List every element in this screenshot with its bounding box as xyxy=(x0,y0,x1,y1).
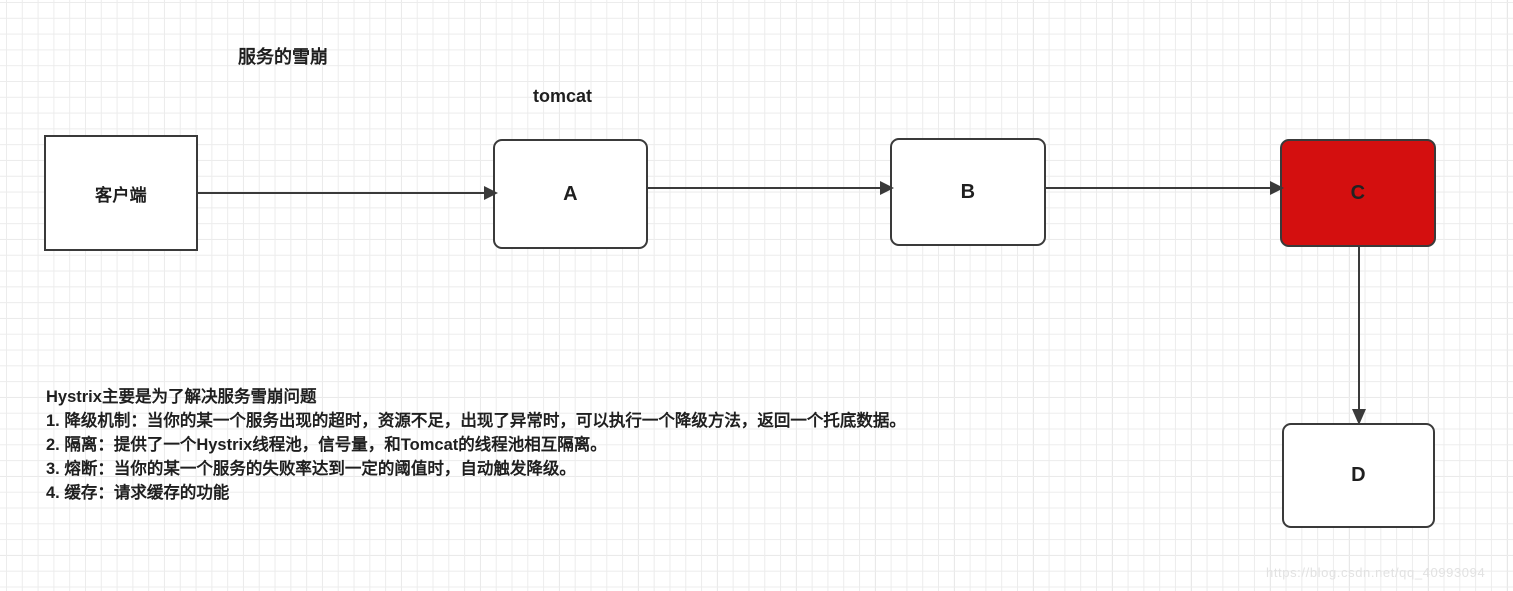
hystrix-notes: Hystrix主要是为了解决服务雪崩问题 1. 降级机制：当你的某一个服务出现的… xyxy=(46,385,906,505)
node-d[interactable]: D xyxy=(1282,423,1435,528)
node-d-label: D xyxy=(1351,464,1366,486)
node-c-label: C xyxy=(1350,181,1366,204)
edge-a-to-b xyxy=(646,181,894,195)
node-a[interactable]: A xyxy=(493,139,648,249)
node-b-label: B xyxy=(960,180,976,203)
notes-item-3: 3. 熔断：当你的某一个服务的失败率达到一定的阈值时，自动触发降级。 xyxy=(46,460,576,478)
notes-heading: Hystrix主要是为了解决服务雪崩问题 xyxy=(46,388,317,406)
node-a-label: A xyxy=(563,182,578,205)
node-client[interactable]: 客户端 xyxy=(44,135,198,251)
tomcat-label: tomcat xyxy=(533,86,593,106)
csdn-watermark: https://blog.csdn.net/qq_40993094 xyxy=(1266,565,1486,580)
diagram-title-label: 服务的雪崩 xyxy=(238,47,328,67)
edge-b-to-c xyxy=(1044,181,1284,195)
notes-item-4: 4. 缓存：请求缓存的功能 xyxy=(46,484,230,502)
node-b[interactable]: B xyxy=(890,138,1046,246)
edge-client-to-a xyxy=(196,186,498,200)
edge-c-to-d xyxy=(1352,245,1366,425)
node-c[interactable]: C xyxy=(1280,139,1436,247)
notes-item-1: 1. 降级机制：当你的某一个服务出现的超时，资源不足，出现了异常时，可以执行一个… xyxy=(46,412,906,430)
notes-item-2: 2. 隔离：提供了一个Hystrix线程池，信号量，和Tomcat的线程池相互隔… xyxy=(46,436,607,454)
node-client-label: 客户端 xyxy=(95,185,147,205)
